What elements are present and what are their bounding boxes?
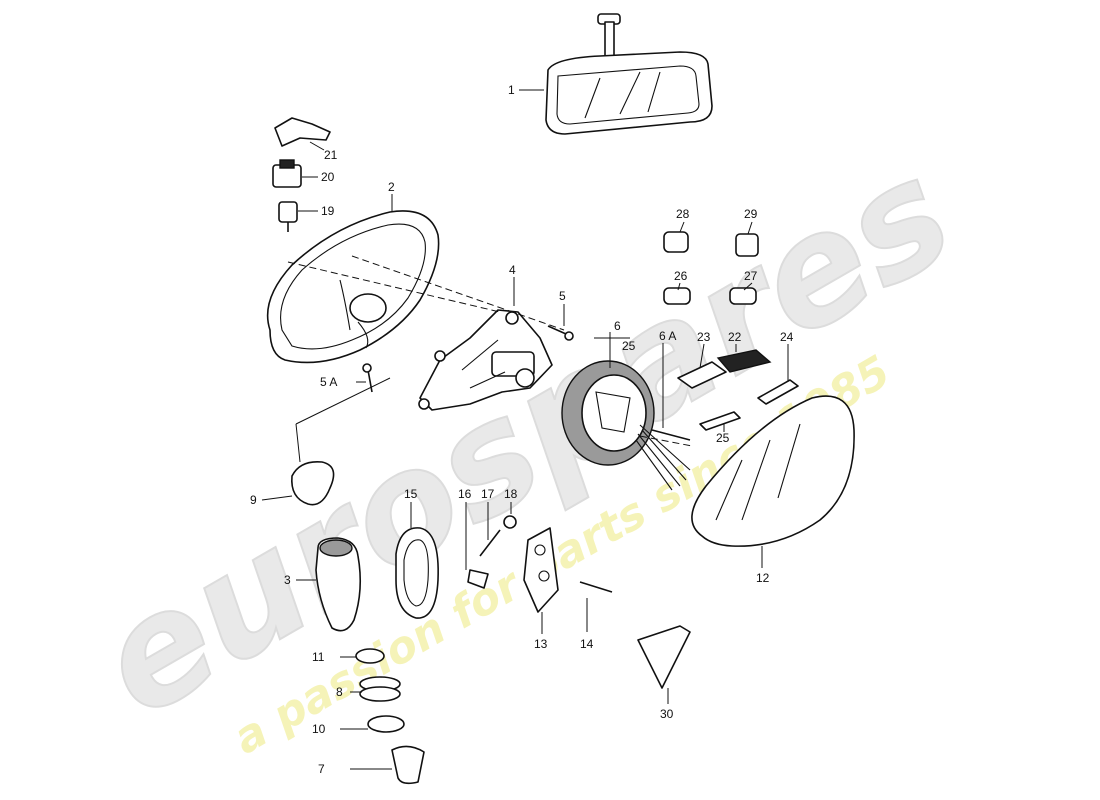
part-13-plate [523, 527, 559, 613]
part-27-connector [729, 287, 757, 305]
label-part-10: 10 [312, 722, 326, 736]
label-part-9: 9 [250, 493, 257, 507]
label-part-6a: 6 A [659, 329, 676, 343]
assembly-lines [287, 255, 693, 463]
label-part-5a: 5 A [320, 375, 337, 389]
label-part-23: 23 [697, 330, 711, 344]
label-part-19: 19 [321, 204, 335, 218]
label-part-26: 26 [674, 269, 688, 283]
label-part-14: 14 [580, 637, 594, 651]
part-18-nut [503, 515, 517, 529]
part-5a-screw [362, 363, 373, 393]
part-15-gasket [395, 527, 439, 619]
label-part-18: 18 [504, 487, 518, 501]
leader-lines [261, 89, 789, 770]
part-9-cover-cap [291, 460, 335, 506]
part-22-control-module [716, 349, 772, 373]
label-part-22: 22 [728, 330, 742, 344]
label-part-5: 5 [559, 289, 566, 303]
part-12-mirror-glass [691, 395, 855, 547]
part-26-connector [663, 287, 691, 305]
part-29-connector [735, 233, 759, 257]
label-part-25-lower: 25 [716, 431, 730, 445]
label-part-11: 11 [312, 650, 325, 664]
part-19-switch-plug [278, 201, 298, 232]
part-4-adjuster-bracket [418, 309, 553, 411]
label-part-25-upper: 25 [622, 339, 636, 353]
label-part-27: 27 [744, 269, 758, 283]
part-23-control-module [677, 361, 727, 389]
label-part-20: 20 [321, 170, 335, 184]
part-30-pad [637, 625, 691, 689]
label-part-21: 21 [324, 148, 338, 162]
part-6a-screw [651, 429, 691, 441]
label-part-4: 4 [509, 263, 516, 277]
part-14-bolt [579, 581, 613, 593]
part-6-mirror-motor [561, 360, 691, 491]
part-24-terminal [757, 379, 799, 405]
label-part-16: 16 [458, 487, 472, 501]
part-11-ring [355, 648, 385, 664]
part-labels: 1 2 3 4 5 5 A 6 6 A 7 8 9 10 11 12 13 14… [250, 83, 794, 776]
part-25-terminal [699, 411, 741, 431]
part-10-ring [367, 715, 405, 733]
label-part-1: 1 [508, 83, 515, 97]
label-part-30: 30 [660, 707, 674, 721]
part-16-clip [467, 569, 489, 589]
part-28-connector [663, 231, 689, 253]
label-part-13: 13 [534, 637, 548, 651]
part-17-screw [479, 529, 501, 557]
label-part-7: 7 [318, 762, 325, 776]
label-part-15: 15 [404, 487, 418, 501]
label-part-17: 17 [481, 487, 495, 501]
label-part-29: 29 [744, 207, 758, 221]
part-1-rearview-mirror [545, 13, 713, 135]
part-8-spring [359, 676, 401, 702]
part-7-sleeve [391, 745, 425, 785]
part-21-switch-lever [274, 117, 331, 147]
label-part-12: 12 [756, 571, 770, 585]
part-5-screw [547, 325, 574, 341]
label-part-8: 8 [336, 685, 343, 699]
part-3-mirror-base [315, 537, 362, 632]
label-part-2: 2 [388, 180, 395, 194]
part-2-mirror-housing [266, 210, 440, 364]
part-20-switch-body [272, 159, 302, 188]
label-part-6: 6 [614, 319, 621, 333]
label-part-3: 3 [284, 573, 291, 587]
label-part-24: 24 [780, 330, 794, 344]
label-part-28: 28 [676, 207, 690, 221]
